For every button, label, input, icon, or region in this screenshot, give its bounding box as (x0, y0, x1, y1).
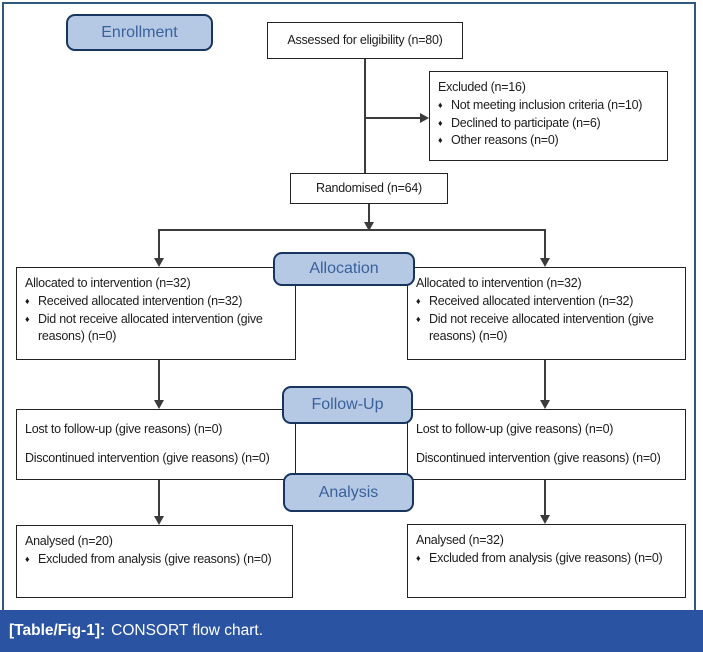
diamond-bullet-icon: ♦ (438, 99, 443, 110)
diamond-bullet-icon: ♦ (416, 552, 421, 563)
box-allocation-left: Allocated to intervention (n=32) ♦ Recei… (16, 267, 296, 360)
analysis-left-title: Analysed (n=20) (25, 534, 113, 548)
diamond-bullet-icon: ♦ (25, 295, 30, 306)
allocation-item: ♦ Received allocated intervention (n=32) (25, 293, 243, 308)
box-analysis-right: Analysed (n=32) ♦ Excluded from analysis… (407, 524, 686, 598)
box-excluded: Excluded (n=16) ♦ Not meeting inclusion … (429, 71, 668, 161)
arrowhead-down-icon (154, 258, 164, 267)
assessed-text: Assessed for eligibility (n=80) (287, 32, 443, 47)
arrowhead-down-icon (540, 400, 550, 409)
analysis-right-title: Analysed (n=32) (416, 533, 504, 547)
stage-label-analysis: Analysis (283, 473, 414, 512)
branch-right-line (544, 229, 546, 259)
excluded-item: ♦ Other reasons (n=0) (438, 133, 559, 148)
box-assessed: Assessed for eligibility (n=80) (267, 22, 463, 59)
branch-left-line (158, 229, 160, 259)
box-allocation-right: Allocated to intervention (n=32) ♦ Recei… (407, 267, 686, 360)
diamond-bullet-icon: ♦ (438, 117, 443, 128)
connector-randomised-branch (368, 204, 370, 223)
box-followup-right: Lost to follow-up (give reasons) (n=0) D… (407, 409, 686, 480)
analysis-item: ♦ Excluded from analysis (give reasons) … (416, 550, 663, 565)
caption-text: CONSORT flow chart. (111, 622, 264, 639)
followup-line: Discontinued intervention (give reasons)… (416, 450, 661, 465)
connector-assessed-randomised (364, 59, 366, 173)
box-followup-left: Lost to follow-up (give reasons) (n=0) D… (16, 409, 296, 480)
connector-to-excluded (365, 117, 421, 119)
stage-label-enrollment: Enrollment (66, 14, 213, 51)
analysis-item: ♦ Excluded from analysis (give reasons) … (25, 551, 272, 566)
allocation-right-title: Allocated to intervention (n=32) (416, 276, 582, 290)
connector-followup-analysis-left (158, 480, 160, 517)
allocation-item: ♦ Received allocated intervention (n=32) (416, 293, 634, 308)
diamond-bullet-icon: ♦ (25, 313, 30, 324)
arrowhead-down-icon (540, 515, 550, 524)
branch-horizontal-line (158, 229, 546, 231)
excluded-title: Excluded (n=16) (438, 80, 526, 94)
arrowhead-down-icon (154, 400, 164, 409)
excluded-item: ♦ Declined to participate (n=6) (438, 115, 601, 130)
excluded-item: ♦ Not meeting inclusion criteria (n=10) (438, 97, 643, 112)
connector-alloc-followup-right (544, 360, 546, 401)
arrowhead-down-icon (540, 258, 550, 267)
arrowhead-down-icon (154, 516, 164, 525)
box-randomised: Randomised (n=64) (290, 173, 448, 204)
box-analysis-left: Analysed (n=20) ♦ Excluded from analysis… (16, 525, 293, 598)
arrowhead-right-icon (420, 113, 429, 123)
figure-caption-bar: [Table/Fig-1]: CONSORT flow chart. (0, 610, 703, 652)
connector-followup-analysis-right (544, 480, 546, 516)
connector-alloc-followup-left (158, 360, 160, 401)
diamond-bullet-icon: ♦ (416, 313, 421, 324)
allocation-left-title: Allocated to intervention (n=32) (25, 276, 191, 290)
arrowhead-down-icon (364, 222, 374, 231)
diamond-bullet-icon: ♦ (416, 295, 421, 306)
stage-label-followup: Follow-Up (282, 386, 413, 424)
randomised-text: Randomised (n=64) (316, 180, 422, 195)
diamond-bullet-icon: ♦ (25, 553, 30, 564)
caption-label: [Table/Fig-1]: (9, 622, 106, 639)
allocation-item: ♦ Did not receive allocated intervention… (416, 311, 654, 344)
followup-line: Lost to follow-up (give reasons) (n=0) (25, 422, 223, 436)
followup-line: Discontinued intervention (give reasons)… (25, 450, 270, 465)
diamond-bullet-icon: ♦ (438, 135, 443, 146)
stage-label-allocation: Allocation (273, 252, 415, 286)
followup-line: Lost to follow-up (give reasons) (n=0) (416, 422, 614, 436)
allocation-item: ♦ Did not receive allocated intervention… (25, 311, 263, 344)
